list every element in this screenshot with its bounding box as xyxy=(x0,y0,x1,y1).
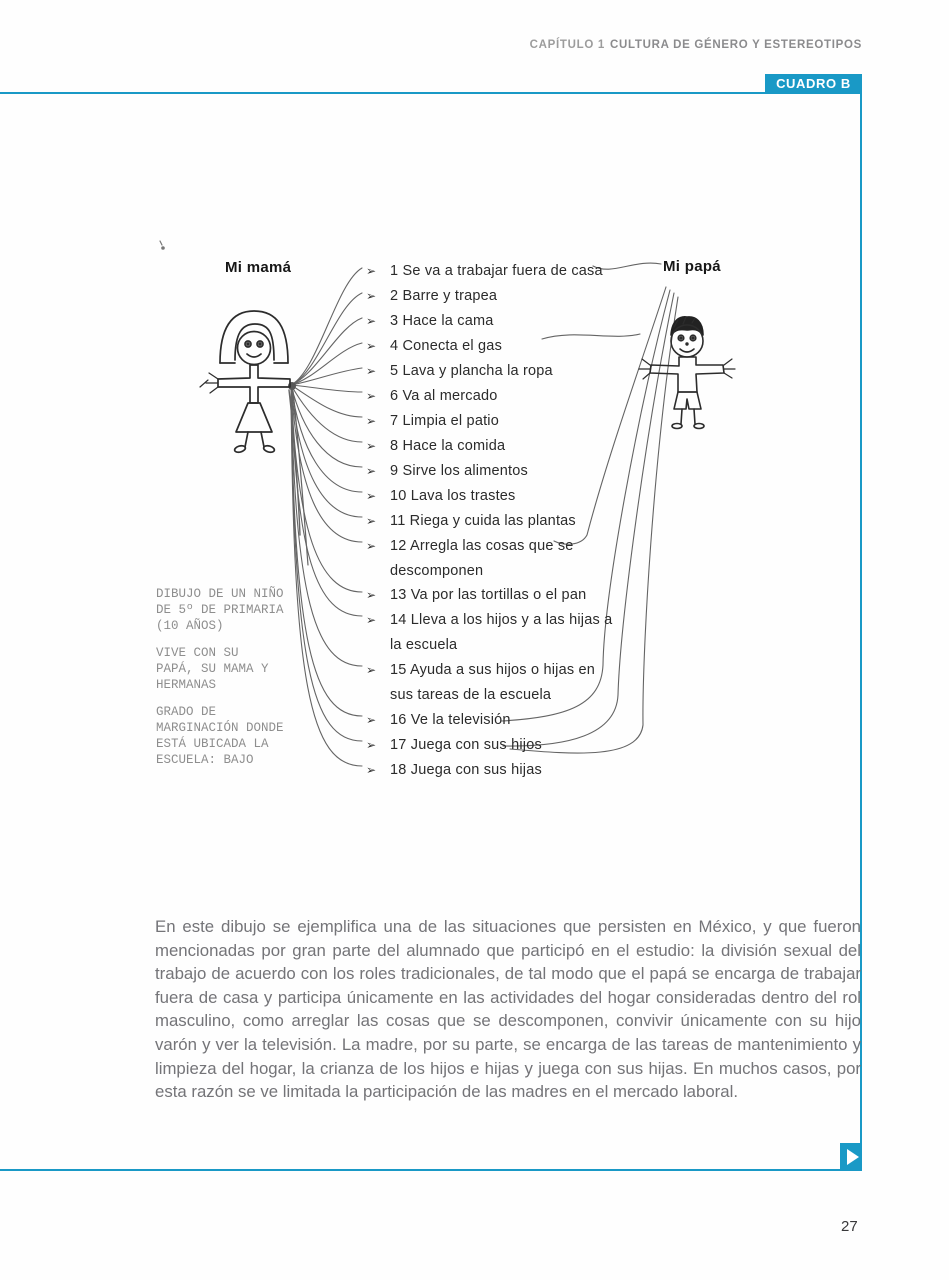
activity-row: ➢ sus tareas de la escuela xyxy=(366,683,666,708)
activity-row: ➢ descomponen xyxy=(366,558,666,583)
arrow-bullet-icon: ➢ xyxy=(366,613,377,628)
activity-row: ➢ 18 Juega con sus hijas xyxy=(366,757,666,782)
mom-figure xyxy=(200,311,290,453)
chapter-label: CAPÍTULO 1 xyxy=(529,39,605,51)
activity-text: 9 Sirve los alimentos xyxy=(390,462,528,479)
caption-block: DIBUJO DE UN NIÑO DE 5º DE PRIMARIA (10 … xyxy=(156,587,284,633)
activity-text: la escuela xyxy=(390,637,458,654)
page-number: 27 xyxy=(841,1218,858,1235)
activity-row: ➢ 11 Riega y cuida las plantas xyxy=(366,508,666,533)
activity-text: 4 Conecta el gas xyxy=(390,338,503,355)
right-rule xyxy=(860,92,862,1171)
activity-row: ➢ 14 Lleva a los hijos y a las hijas a xyxy=(366,608,666,633)
activity-text: 15 Ayuda a sus hijos o hijas en xyxy=(390,662,596,679)
activity-row: ➢ 10 Lava los trastes xyxy=(366,483,666,508)
activity-text: 5 Lava y plancha la ropa xyxy=(390,363,553,380)
activity-list: ➢ 1 Se va a trabajar fuera de casa ➢ 2 B… xyxy=(366,259,666,782)
pencil-marks xyxy=(160,241,164,249)
activity-text: 7 Limpia el patio xyxy=(390,412,499,429)
arrow-bullet-icon: ➢ xyxy=(366,762,377,777)
arrow-bullet-icon: ➢ xyxy=(366,389,377,404)
activity-row: ➢ 4 Conecta el gas xyxy=(366,334,666,359)
chapter-title: CULTURA DE GÉNERO Y ESTEREOTIPOS xyxy=(609,39,862,51)
activity-row: ➢ 3 Hace la cama xyxy=(366,309,666,334)
activity-text: descomponen xyxy=(390,562,484,579)
activity-row: ➢ 9 Sirve los alimentos xyxy=(366,458,666,483)
activity-row: ➢ 17 Juega con sus hijos xyxy=(366,733,666,758)
top-rule xyxy=(0,92,862,94)
arrow-bullet-icon: ➢ xyxy=(366,588,377,603)
arrow-bullet-icon: ➢ xyxy=(366,339,377,354)
activity-text: 3 Hace la cama xyxy=(390,313,494,330)
activity-row: ➢ 6 Va al mercado xyxy=(366,384,666,409)
activity-text: 2 Barre y trapea xyxy=(390,288,498,305)
arrow-bullet-icon: ➢ xyxy=(366,264,377,279)
cuadro-b-tab: CUADRO B xyxy=(765,74,862,93)
activity-text: 17 Juega con sus hijos xyxy=(390,736,542,753)
activity-row: ➢ 5 Lava y plancha la ropa xyxy=(366,359,666,384)
activity-row: ➢ 2 Barre y trapea xyxy=(366,284,666,309)
arrow-bullet-icon: ➢ xyxy=(366,488,377,503)
caption-block: VIVE CON SU PAPÁ, SU MAMA Y HERMANAS xyxy=(156,646,269,692)
activity-row: ➢ 7 Limpia el patio xyxy=(366,409,666,434)
body-paragraph: En este dibujo se ejemplifica una de las… xyxy=(155,917,861,1102)
arrow-bullet-icon: ➢ xyxy=(366,314,377,329)
activity-text: 8 Hace la comida xyxy=(390,437,506,454)
caption-block: GRADO DE MARGINACIÓN DONDE ESTÁ UBICADA … xyxy=(156,705,284,767)
dad-connector-lines xyxy=(502,263,678,753)
activity-text: sus tareas de la escuela xyxy=(390,687,552,704)
activity-text: 10 Lava los trastes xyxy=(390,487,516,504)
activity-text: 11 Riega y cuida las plantas xyxy=(390,512,576,529)
arrow-bullet-icon: ➢ xyxy=(366,438,377,453)
activity-row: ➢ 12 Arregla las cosas que se xyxy=(366,533,666,558)
activity-text: 13 Va por las tortillas o el pan xyxy=(390,587,587,604)
arrow-bullet-icon: ➢ xyxy=(366,364,377,379)
activity-text: 1 Se va a trabajar fuera de casa xyxy=(390,263,603,280)
activity-text: 16 Ve la televisión xyxy=(390,712,511,729)
play-triangle-icon xyxy=(847,1149,859,1165)
dad-figure xyxy=(639,317,735,429)
activity-row: ➢ la escuela xyxy=(366,633,666,658)
activity-row: ➢ 13 Va por las tortillas o el pan xyxy=(366,583,666,608)
arrow-bullet-icon: ➢ xyxy=(366,513,377,528)
activity-text: 12 Arregla las cosas que se xyxy=(390,537,574,554)
bottom-rule xyxy=(0,1169,842,1171)
figure-caption: DIBUJO DE UN NIÑO DE 5º DE PRIMARIA (10 … xyxy=(156,586,321,779)
activity-row: ➢ 15 Ayuda a sus hijos o hijas en xyxy=(366,658,666,683)
next-page-marker xyxy=(840,1143,862,1171)
mom-label: Mi mamá xyxy=(225,259,292,276)
running-head: CAPÍTULO 1 CULTURA DE GÉNERO Y ESTEREOTIP… xyxy=(0,39,862,51)
arrow-bullet-icon: ➢ xyxy=(366,289,377,304)
activity-text: 14 Lleva a los hijos y a las hijas a xyxy=(390,612,613,629)
arrow-bullet-icon: ➢ xyxy=(366,663,377,678)
activity-row: ➢ 1 Se va a trabajar fuera de casa xyxy=(366,259,666,284)
arrow-bullet-icon: ➢ xyxy=(366,538,377,553)
arrow-bullet-icon: ➢ xyxy=(366,463,377,478)
activity-row: ➢ 16 Ve la televisión xyxy=(366,708,666,733)
arrow-bullet-icon: ➢ xyxy=(366,737,377,752)
dad-label: Mi papá xyxy=(663,258,721,275)
arrow-bullet-icon: ➢ xyxy=(366,413,377,428)
activity-row: ➢ 8 Hace la comida xyxy=(366,433,666,458)
activity-text: 6 Va al mercado xyxy=(390,388,498,405)
arrow-bullet-icon: ➢ xyxy=(366,713,377,728)
child-drawing xyxy=(150,235,862,810)
activity-text: 18 Juega con sus hijas xyxy=(390,761,542,778)
